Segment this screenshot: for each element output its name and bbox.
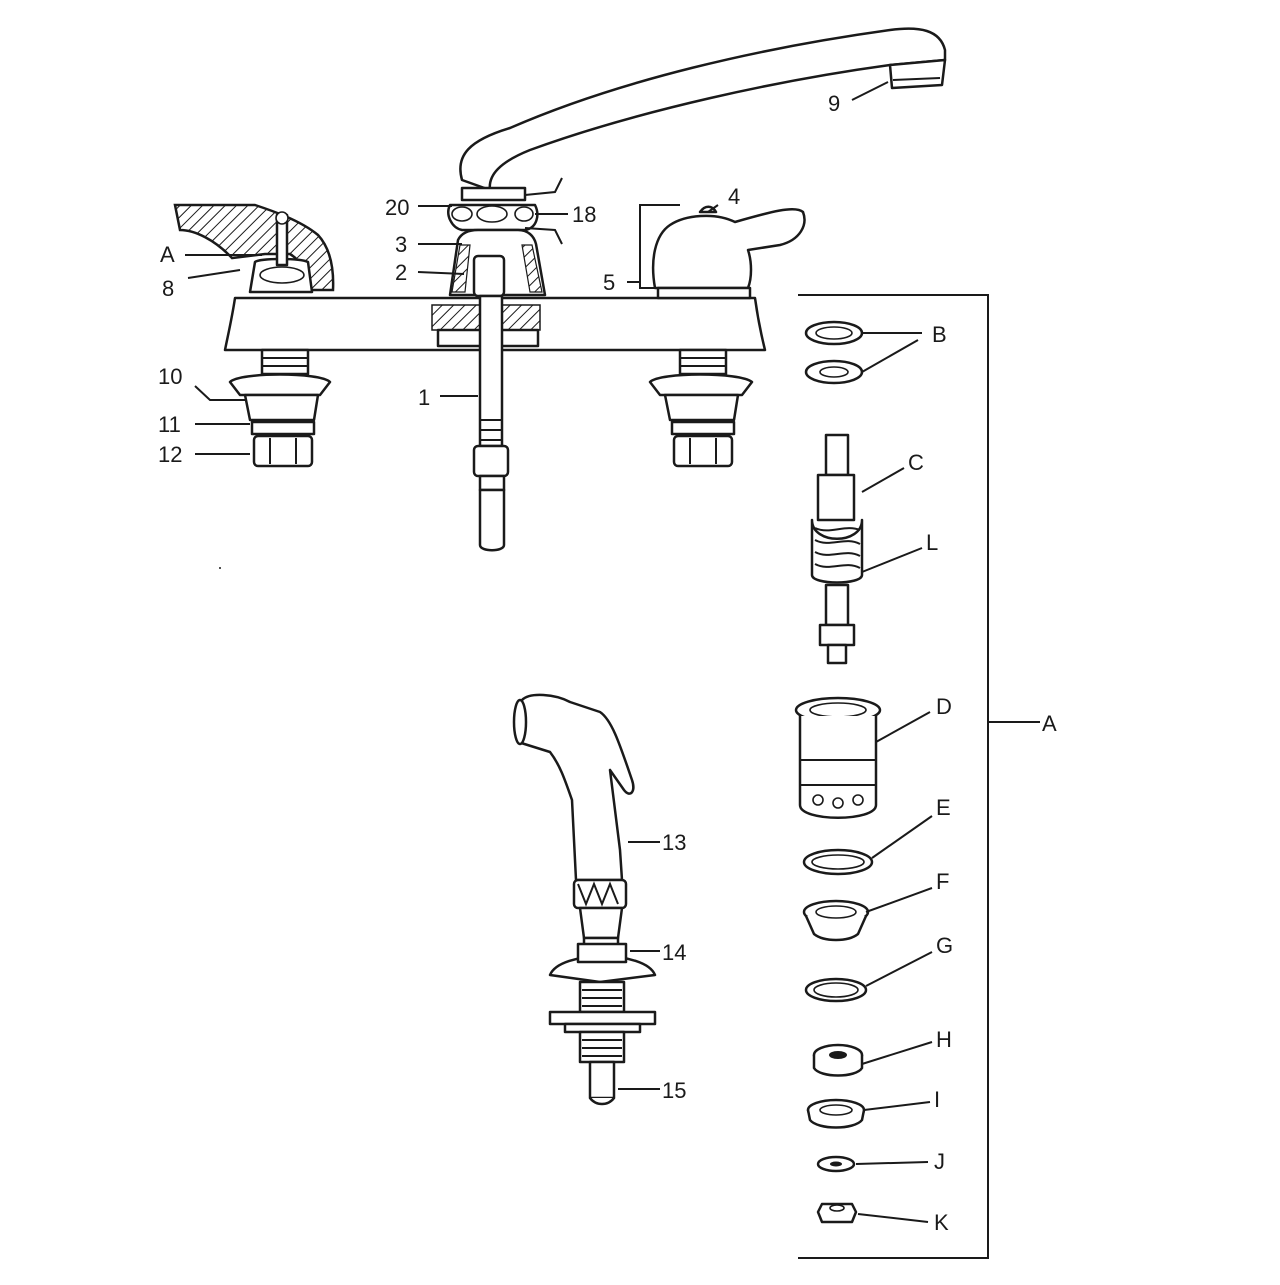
- leader-lines: [185, 81, 933, 1223]
- callout-i: I: [934, 1087, 940, 1112]
- part-j-washer: [816, 1155, 856, 1173]
- kit-a-bracket: [798, 294, 1040, 1259]
- callout-18: 18: [572, 202, 596, 227]
- callout-labels: 9 20 18 3 2 4 5 A 8 1 10 11 12 13 14 15 …: [158, 91, 1057, 1235]
- callout-20: 20: [385, 195, 409, 220]
- center-housing: [448, 228, 547, 298]
- part-c-stem: [810, 433, 864, 665]
- callout-12: 12: [158, 442, 182, 467]
- callout-e: E: [936, 795, 951, 820]
- callout-a-group: A: [1042, 711, 1057, 736]
- callout-f: F: [936, 869, 949, 894]
- callout-b: B: [932, 322, 947, 347]
- callout-14: 14: [662, 940, 686, 965]
- part-d-cartridge: [794, 696, 882, 819]
- part-b-washers: [804, 320, 864, 385]
- callout-g: G: [936, 933, 953, 958]
- part-h-washer: [812, 1043, 864, 1077]
- part-e-ring: [802, 848, 874, 876]
- callout-k: K: [934, 1210, 949, 1235]
- left-handle-cutaway: [173, 203, 335, 294]
- callout-a-left: A: [160, 242, 175, 267]
- part-f-seat: [802, 899, 870, 942]
- callout-9: 9: [828, 91, 840, 116]
- callout-3: 3: [395, 232, 407, 257]
- callout-d: D: [936, 694, 952, 719]
- callout-10: 10: [158, 364, 182, 389]
- callout-1: 1: [418, 385, 430, 410]
- side-sprayer: [512, 693, 657, 1106]
- callout-l: L: [926, 530, 938, 555]
- callout-j: J: [934, 1149, 945, 1174]
- callout-2: 2: [395, 260, 407, 285]
- callout-15: 15: [662, 1078, 686, 1103]
- part-k-nut: [816, 1202, 858, 1224]
- part-i-washer: [806, 1098, 866, 1129]
- center-shank: [472, 294, 510, 552]
- left-valve-assembly: [228, 348, 332, 468]
- callout-13: 13: [662, 830, 686, 855]
- part-g-gasket: [804, 977, 868, 1003]
- callout-4: 4: [728, 184, 740, 209]
- callout-5: 5: [603, 270, 615, 295]
- spout-nut: [447, 186, 539, 232]
- callout-h: H: [936, 1027, 952, 1052]
- callout-11: 11: [158, 412, 181, 437]
- right-handle: [651, 205, 806, 300]
- callout-8: 8: [162, 276, 174, 301]
- callout-c: C: [908, 450, 924, 475]
- spout: [459, 27, 947, 192]
- right-valve-assembly: [648, 348, 754, 468]
